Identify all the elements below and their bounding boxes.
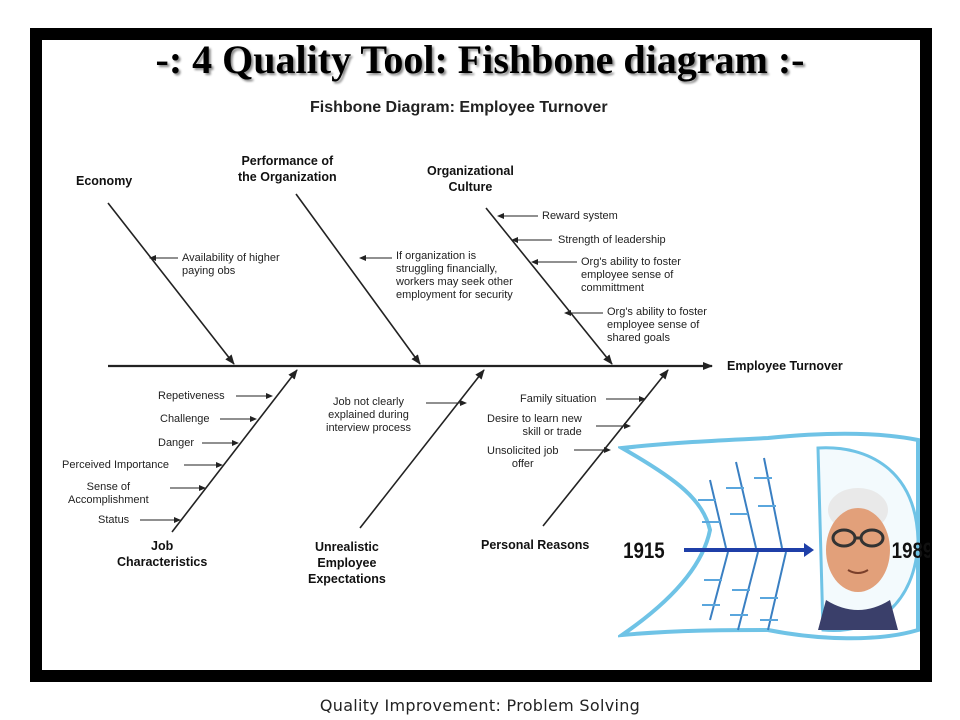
start-year: 1915 [623, 540, 665, 564]
slide-frame [30, 28, 932, 682]
cause-personal-1: Desire to learn new skill or trade [487, 413, 582, 438]
cause-culture-1: Strength of leadership [558, 234, 666, 246]
cause-personal-2: Unsolicited job offer [487, 445, 559, 470]
end-year: 1989 [892, 540, 930, 564]
slide-footer: Quality Improvement: Problem Solving [319, 696, 641, 715]
cause-job-3: Perceived Importance [62, 459, 169, 471]
cause-job-5: Status [98, 514, 130, 526]
cause-personal-0: Family situation [520, 393, 597, 405]
bone-culture [485, 207, 613, 365]
cause-job-2: Danger [158, 437, 195, 449]
portrait-icon [818, 488, 898, 630]
cause-performance-0: If organization is struggling financiall… [396, 250, 513, 301]
cause-culture-2: Org's ability to foster employee sense o… [581, 256, 681, 294]
bone-economy [107, 202, 235, 365]
effect-label: Employee Turnover [727, 359, 843, 373]
cause-culture-3: Org's ability to foster employee sense o… [607, 306, 707, 344]
category-unrealistic: Unrealistic Employee Expectations [308, 540, 386, 586]
category-job: Job Characteristics [117, 539, 208, 569]
category-economy: Economy [76, 174, 133, 188]
fish-cause-ticks [698, 477, 778, 621]
diagram-title: Fishbone Diagram: Employee Turnover [310, 99, 608, 116]
cause-unrealistic-0: Job not clearly explained during intervi… [326, 396, 411, 434]
slide-title: -: 4 Quality Tool: Fishbone diagram :- [155, 37, 805, 82]
category-performance: Performance of the Organization [238, 154, 337, 184]
cause-job-0: Repetiveness [158, 390, 225, 402]
cause-job-4: Sense of Accomplishment [68, 481, 149, 506]
bone-unrealistic [359, 369, 485, 529]
fish-portrait-illustration: 1915 1989 [618, 431, 930, 641]
bone-job [171, 369, 298, 533]
cause-culture-0: Reward system [542, 210, 618, 222]
fish-bones [709, 457, 787, 631]
cause-economy-0: Availability of higher paying obs [182, 252, 280, 277]
category-personal: Personal Reasons [481, 538, 590, 552]
bone-performance [295, 193, 421, 365]
cause-job-1: Challenge [160, 413, 210, 425]
category-culture: Organizational Culture [427, 164, 514, 194]
